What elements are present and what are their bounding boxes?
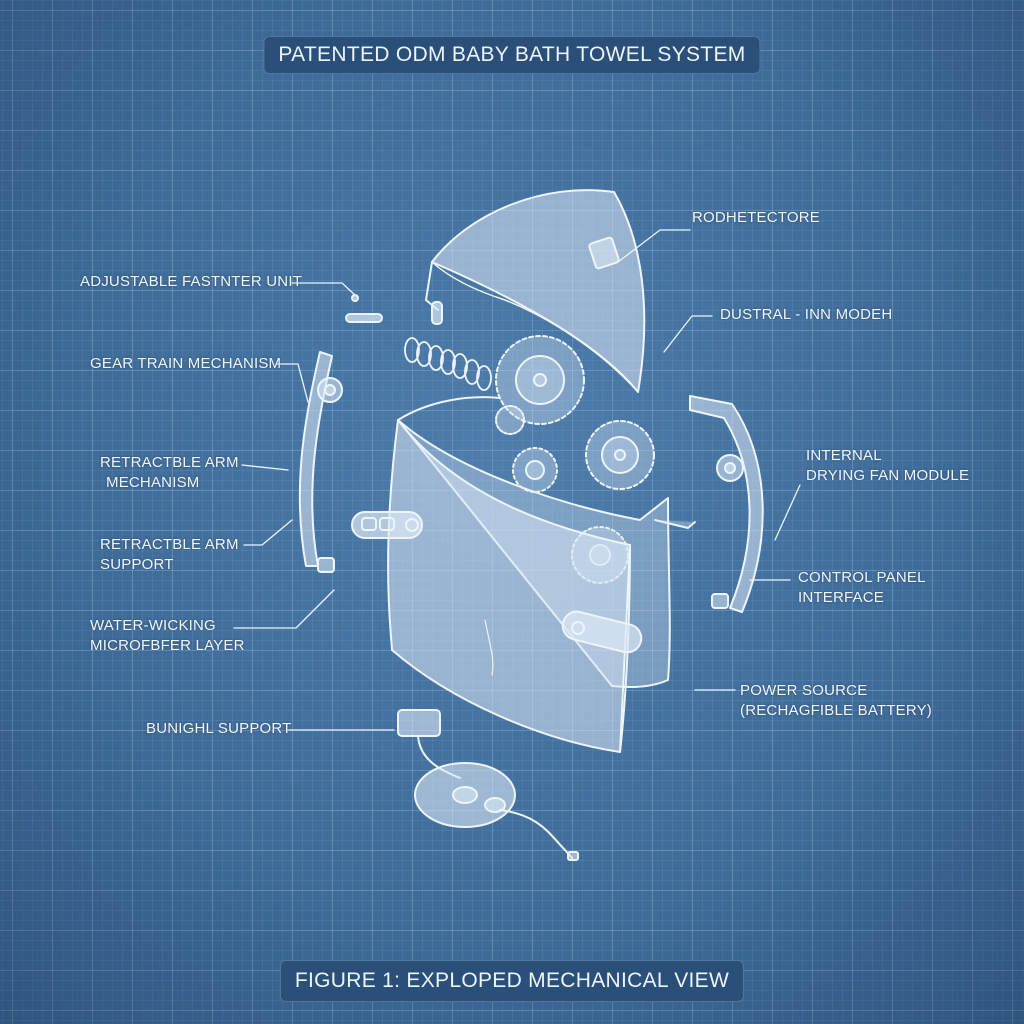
label-rodhetectore: RODHETECTORE [692, 209, 820, 226]
label-line: WATER-WICKING [90, 617, 216, 634]
hood-part [425, 189, 646, 393]
left-retractable-arm [298, 351, 343, 573]
label-line: (RECHAGFIBLE BATTERY) [740, 702, 933, 719]
label-line: MECHANISM [106, 474, 200, 491]
label-line: RETRACTBLE ARM [100, 536, 239, 553]
label-retractable-arm-mechanism: RETRACTBLE ARM MECHANISM [100, 453, 239, 493]
figure-caption: FIGURE 1: EXPLOPED MECHANICAL VIEW [279, 960, 745, 1002]
label-power-source: POWER SOURCE (RECHAGFIBLE BATTERY) [740, 681, 932, 721]
fastener-part [345, 294, 383, 323]
label-line: MICROFBFER LAYER [90, 637, 245, 654]
battery-pack [397, 709, 579, 861]
label-control-panel: CONTROL PANEL INTERFACE [798, 568, 926, 608]
label-bunighl-support: BUNIGHL SUPPORT [146, 720, 292, 737]
towel-body [351, 396, 671, 753]
label-line: SUPPORT [100, 556, 174, 573]
leader-lines [233, 229, 801, 731]
label-dustral-inn: DUSTRAL - INN MODEH [720, 306, 893, 323]
label-line: CONTROL PANEL [798, 569, 926, 586]
label-line: RETRACTBLE ARM [100, 454, 239, 471]
label-gear-train: GEAR TRAIN MECHANISM [90, 355, 282, 372]
label-internal-drying-fan: INTERNAL DRYING FAN MODULE [806, 446, 969, 486]
label-line: INTERNAL [806, 447, 882, 464]
page-title: PATENTED ODM BABY BATH TOWEL SYSTEM [263, 36, 761, 74]
gear-assembly [495, 335, 696, 584]
label-line: INTERFACE [798, 589, 884, 606]
right-retractable-arm [689, 395, 764, 613]
label-adjustable-fastener: ADJUSTABLE FASTNTER UNIT [80, 273, 303, 290]
label-line: DRYING FAN MODULE [806, 467, 970, 484]
label-line: POWER SOURCE [740, 682, 868, 699]
spring-coil [404, 337, 492, 391]
label-water-wicking-layer: WATER-WICKING MICROFBFER LAYER [90, 616, 245, 656]
label-retractable-arm-support: RETRACTBLE ARM SUPPORT [100, 535, 239, 575]
